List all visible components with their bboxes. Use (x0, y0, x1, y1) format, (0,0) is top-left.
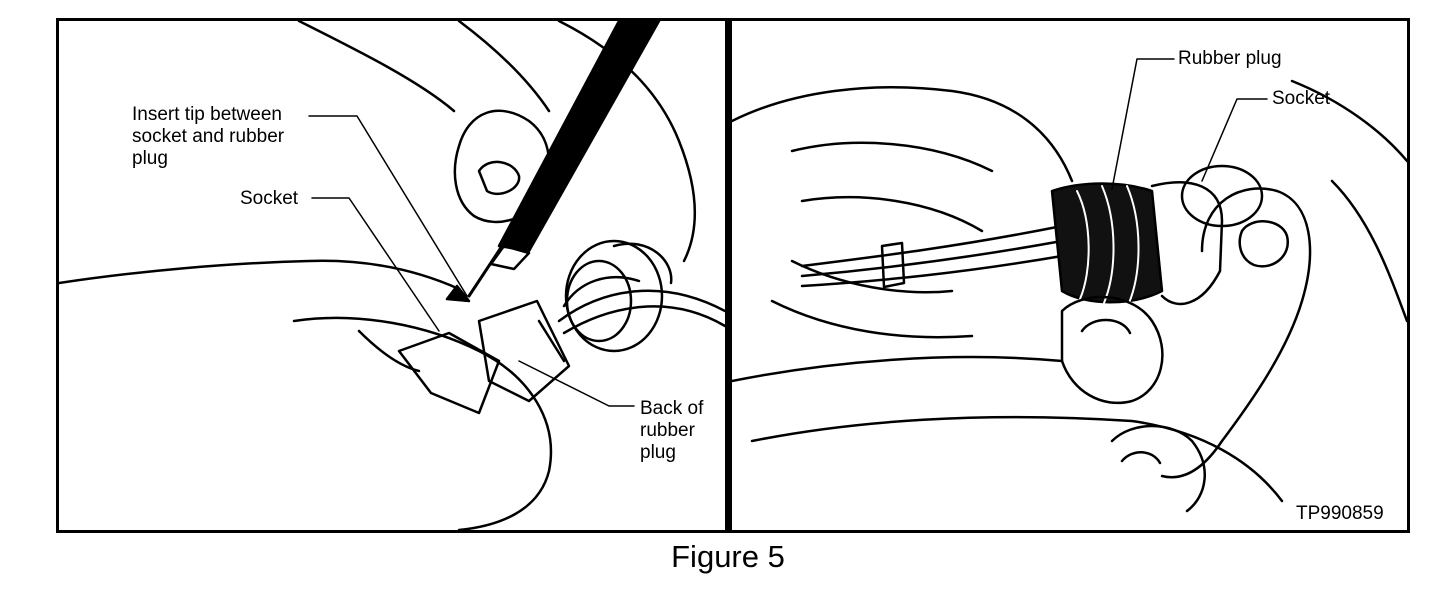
right-socket-label: Socket (1272, 88, 1331, 109)
rubber-plug-label: Rubber plug (1178, 48, 1282, 69)
index-finger-outline (1060, 295, 1164, 405)
wire-tie (880, 241, 906, 289)
left-socket-body (397, 331, 501, 415)
upper-hand-outline (297, 21, 456, 113)
back-of-plug-leader (518, 360, 635, 407)
forearm-outline (59, 259, 461, 291)
insert-tip-leader (308, 115, 468, 297)
thumbnail-outline (477, 160, 521, 196)
left-rubber-plug (477, 299, 571, 403)
right-thumbnail (1238, 220, 1290, 268)
socket-leader (311, 197, 440, 332)
lower-hand-outline (292, 316, 553, 530)
right-wire-2 (800, 239, 1064, 278)
right-illustration-panel (732, 21, 1407, 530)
back-of-rubber-plug-label: Back of rubber plug (640, 398, 704, 463)
test-probe (497, 21, 661, 253)
probe-tip (467, 241, 506, 298)
right-hand-upper-outline (732, 86, 1074, 183)
figure-frame (56, 18, 1410, 533)
left-wire-2 (562, 305, 725, 335)
rubber-plug-illustration (732, 58, 1407, 513)
panel-divider (725, 18, 732, 533)
figure-code: TP990859 (1296, 503, 1384, 524)
left-wire-1 (557, 289, 725, 323)
figure-caption: Figure 5 (671, 539, 785, 574)
right-wire-1 (800, 224, 1064, 268)
left-illustration-panel (59, 21, 725, 530)
right-socket-leader (1201, 98, 1268, 182)
left-socket-label: Socket (240, 188, 299, 209)
insert-tip-label: Insert tip between socket and rubber plu… (132, 104, 285, 169)
lower-finger-outline (1110, 424, 1206, 513)
right-thumb-outline (1160, 187, 1312, 479)
rubber-plug-leader (1111, 58, 1175, 190)
probe-insertion-illustration (59, 21, 725, 530)
